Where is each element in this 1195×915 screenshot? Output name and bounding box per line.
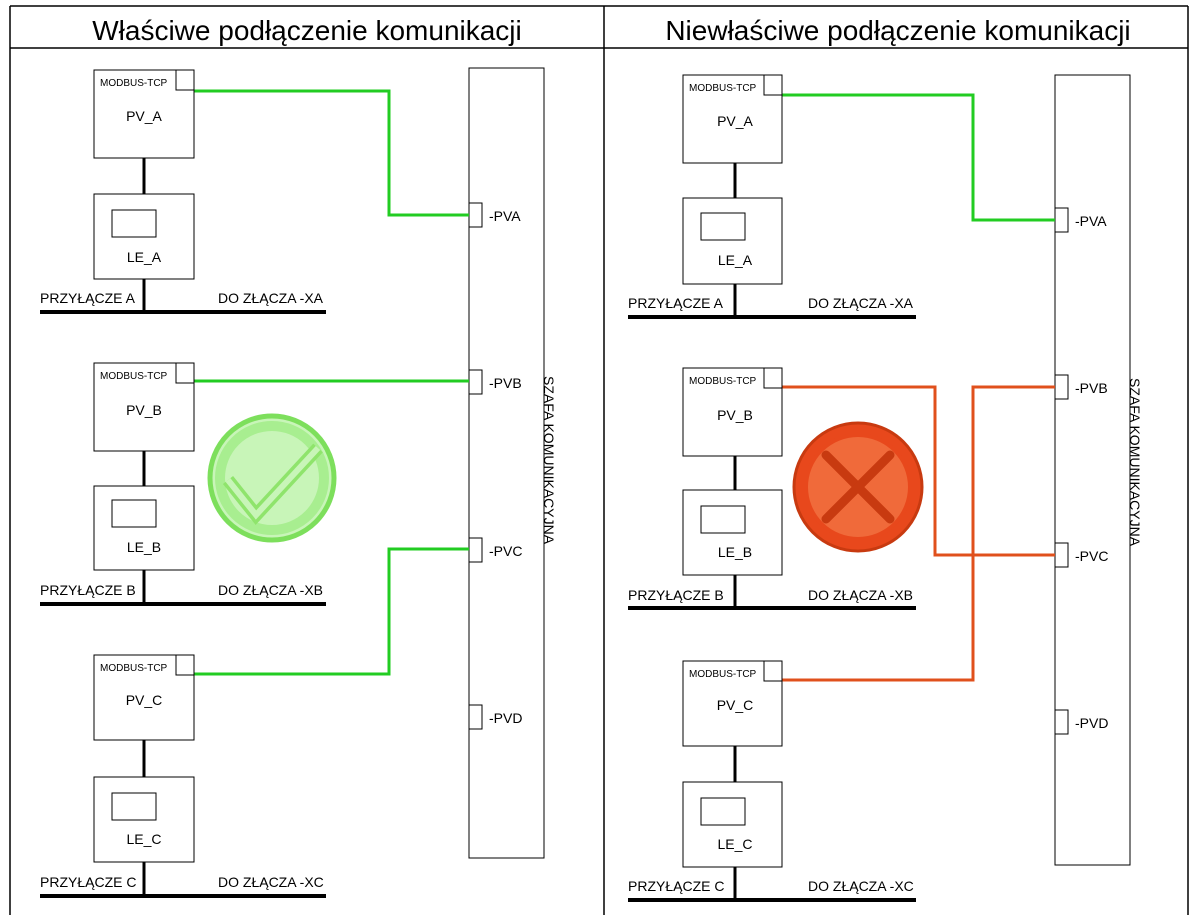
modbus-label: MODBUS-TCP (689, 83, 757, 94)
pv-label: PV_A (126, 108, 162, 124)
port-pvc (468, 537, 483, 563)
connection-label: PRZYŁĄCZE C (40, 874, 136, 890)
cabinet-label: SZAFA KOMUNIKACYJNA (541, 376, 557, 545)
wire-pvc (194, 547, 469, 676)
joint-label: DO ZŁĄCZA -XB (218, 582, 323, 598)
connection-label: PRZYŁĄCZE A (628, 295, 724, 311)
connection-label: PRZYŁĄCZE C (628, 878, 724, 894)
pv-label: PV_B (717, 407, 753, 423)
connection-label: PRZYŁĄCZE B (40, 582, 136, 598)
pv-label: PV_A (717, 113, 753, 129)
unit-b: MODBUS-TCP PV_B LE_B PRZYŁĄCZE B DO ZŁĄC… (628, 367, 916, 610)
connection-label: PRZYŁĄCZE B (628, 587, 724, 603)
le-label: LE_A (127, 249, 162, 265)
port-label-pvb: -PVB (1075, 380, 1108, 396)
le-label: LE_B (127, 539, 161, 555)
wire-pvc-to-pvb (781, 385, 1055, 682)
le-display (111, 209, 157, 238)
le-label: LE_C (126, 831, 161, 847)
unit-b: MODBUS-TCP PV_B LE_B PRZYŁĄCZE B DO ZŁĄC… (40, 362, 326, 606)
port-label-pvd: -PVD (1075, 715, 1108, 731)
check-icon (207, 413, 337, 543)
unit-a: MODBUS-TCP PV_A LE_A PRZYŁĄCZE A DO ZŁĄC… (40, 69, 326, 314)
modbus-label: MODBUS-TCP (689, 376, 757, 387)
port-pvc (1054, 542, 1069, 568)
wire-pvb-to-pvc (781, 385, 1055, 557)
modbus-port (175, 362, 195, 384)
unit-c: MODBUS-TCP PV_C LE_C PRZYŁĄCZE C DO ZŁĄC… (40, 654, 326, 898)
port-label-pva: -PVA (489, 208, 521, 224)
le-display (700, 212, 746, 241)
cabinet-label: SZAFA KOMUNIKACYJNA (1127, 378, 1143, 547)
port-label-pva: -PVA (1075, 213, 1107, 229)
pv-label: PV_C (126, 692, 163, 708)
modbus-port (175, 654, 195, 676)
modbus-port (175, 69, 195, 91)
connection-label: PRZYŁĄCZE A (40, 290, 136, 306)
modbus-label: MODBUS-TCP (100, 371, 168, 382)
joint-label: DO ZŁĄCZA -XA (218, 290, 324, 306)
wire-pva (781, 93, 1055, 222)
port-pva (1054, 207, 1069, 233)
le-label: LE_B (718, 544, 752, 560)
port-label-pvb: -PVB (489, 375, 522, 391)
joint-label: DO ZŁĄCZA -XB (808, 587, 913, 603)
port-pva (468, 202, 483, 228)
cross-icon (792, 421, 924, 553)
panel-incorrect: SZAFA KOMUNIKACYJNA -PVA -PVB -PVC -PVD … (628, 74, 1143, 902)
le-label: LE_C (717, 836, 752, 852)
modbus-label: MODBUS-TCP (100, 78, 168, 89)
joint-label: DO ZŁĄCZA -XC (218, 874, 324, 890)
port-pvb (1054, 374, 1069, 400)
joint-label: DO ZŁĄCZA -XA (808, 295, 914, 311)
panel-title-incorrect: Niewłaściwe podłączenie komunikacji (665, 15, 1130, 46)
unit-c: MODBUS-TCP PV_C LE_C PRZYŁĄCZE C DO ZŁĄC… (628, 660, 916, 902)
port-pvd (468, 704, 483, 730)
le-display (111, 792, 157, 821)
port-label-pvc: -PVC (1075, 548, 1108, 564)
le-box (682, 197, 783, 285)
pv-label: PV_C (717, 697, 754, 713)
le-box (93, 485, 195, 571)
joint-label: DO ZŁĄCZA -XC (808, 878, 914, 894)
pv-label: PV_B (126, 402, 162, 418)
panel-correct: SZAFA KOMUNIKACYJNA -PVA -PVB -PVC -PVD … (40, 67, 557, 898)
modbus-port (763, 74, 783, 96)
le-display (700, 797, 746, 826)
port-pvb (468, 369, 483, 395)
wire-pva (194, 89, 469, 217)
port-label-pvc: -PVC (489, 543, 522, 559)
communication-cabinet (1054, 74, 1131, 866)
le-display (700, 505, 746, 534)
unit-a: MODBUS-TCP PV_A LE_A PRZYŁĄCZE A DO ZŁĄC… (628, 74, 916, 319)
port-label-pvd: -PVD (489, 710, 522, 726)
modbus-port (763, 367, 783, 389)
modbus-label: MODBUS-TCP (689, 669, 757, 680)
modbus-port (763, 660, 783, 682)
le-display (111, 499, 157, 528)
panel-title-correct: Właściwe podłączenie komunikacji (92, 15, 522, 46)
modbus-label: MODBUS-TCP (100, 663, 168, 674)
communication-cabinet (468, 67, 545, 859)
port-pvd (1054, 709, 1069, 735)
le-label: LE_A (718, 252, 753, 268)
